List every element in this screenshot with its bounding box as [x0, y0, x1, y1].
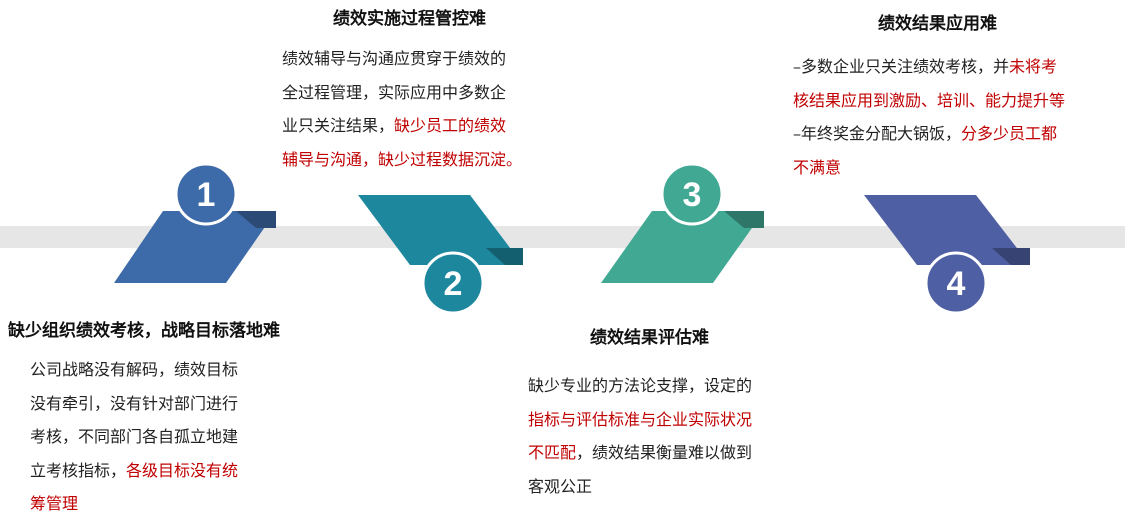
- description-line: 全过程管理，实际应用中多数企: [282, 76, 522, 110]
- description-line: 不满意: [793, 151, 1065, 185]
- step-2-marker: 2: [358, 195, 523, 315]
- description-line: 缺少专业的方法论支撑，设定的: [528, 369, 752, 403]
- step-3-number: 3: [683, 176, 702, 214]
- description-text: 没有牵引，没有针对部门进行: [30, 393, 239, 413]
- description-line: 公司战略没有解码，绩效目标: [30, 353, 238, 387]
- description-line: 业只关注结果，缺少员工的绩效: [282, 109, 522, 143]
- highlight-text: 不匹配: [528, 443, 577, 462]
- step-3-parallelogram: [601, 211, 764, 283]
- highlight-text: 不满意: [793, 157, 842, 177]
- description-line: 辅导与沟通，缺少过程数据沉淀。: [282, 143, 522, 177]
- step-4-parallelogram: [864, 195, 1030, 265]
- step-2-number: 2: [444, 265, 463, 303]
- description-line: 核结果应用到激励、培训、能力提升等: [793, 84, 1065, 118]
- step-2-title: 绩效实施过程管控难: [333, 9, 486, 29]
- description-text: 立考核指标，: [30, 460, 127, 480]
- description-text: 全过程管理，实际应用中多数企: [282, 82, 507, 102]
- step-4-marker: 4: [864, 195, 1030, 315]
- step-3-description: 缺少专业的方法论支撑，设定的指标与评估标准与企业实际状况不匹配，绩效结果衡量难以…: [528, 369, 752, 503]
- description-text: ，绩效结果衡量难以做到: [576, 443, 753, 462]
- description-text: –多数企业只关注绩效考核，并: [793, 57, 1010, 76]
- description-text: 客观公正: [528, 476, 593, 496]
- description-text: 公司战略没有解码，绩效目标: [30, 360, 239, 379]
- highlight-text: 缺少员工的绩效: [394, 116, 507, 135]
- description-line: 立考核指标，各级目标没有统: [30, 454, 238, 488]
- step-1-badge: [174, 162, 238, 226]
- highlight-text: 分多少员工都: [961, 124, 1058, 143]
- step-3-badge: [660, 162, 724, 226]
- description-text: 绩效辅导与沟通应贯穿于绩效的: [282, 49, 507, 68]
- step-3-title: 绩效结果评估难: [590, 328, 709, 348]
- step-1-description: 公司战略没有解码，绩效目标没有牵引，没有针对部门进行考核，不同部门各自孤立地建立…: [30, 353, 238, 521]
- step-4-description: –多数企业只关注绩效考核，并未将考核结果应用到激励、培训、能力提升等 –年终奖金分…: [793, 50, 1065, 184]
- description-text: 业只关注结果，: [282, 116, 395, 135]
- step-2-parallelogram: [358, 195, 523, 265]
- highlight-text: 筹管理: [30, 494, 79, 513]
- description-line: 没有牵引，没有针对部门进行: [30, 387, 238, 421]
- description-line: 指标与评估标准与企业实际状况: [528, 403, 752, 437]
- highlight-text: 未将考: [1009, 57, 1058, 76]
- description-line: 考核，不同部门各自孤立地建: [30, 420, 238, 454]
- highlight-text: 各级目标没有统: [126, 460, 239, 480]
- description-text: 缺少专业的方法论支撑，设定的: [528, 376, 753, 395]
- step-1-title: 缺少组织绩效考核，战略目标落地难: [8, 321, 280, 341]
- highlight-text: 指标与评估标准与企业实际状况: [528, 409, 753, 429]
- step-4-number: 4: [947, 265, 966, 303]
- highlight-text: 辅导与沟通，缺少过程数据沉淀。: [282, 149, 523, 169]
- description-text: 考核，不同部门各自孤立地建: [30, 427, 239, 446]
- description-line: –年终奖金分配大锅饭，分多少员工都: [793, 117, 1065, 151]
- description-text: –年终奖金分配大锅饭，: [793, 124, 962, 143]
- step-4-title: 绩效结果应用难: [878, 14, 997, 34]
- description-line: 筹管理: [30, 487, 238, 521]
- step-3-marker: 3: [601, 162, 764, 283]
- description-line: 绩效辅导与沟通应贯穿于绩效的: [282, 42, 522, 76]
- step-2-badge: [421, 251, 485, 315]
- step-2-tab: [486, 248, 523, 265]
- step-1-marker: 1: [114, 162, 276, 283]
- step-4-badge: [924, 251, 988, 315]
- description-line: 客观公正: [528, 470, 752, 504]
- step-1-tab: [236, 211, 276, 228]
- description-line: –多数企业只关注绩效考核，并未将考: [793, 50, 1065, 84]
- step-3-tab: [724, 211, 764, 228]
- timeline-band: [0, 226, 1125, 248]
- step-1-number: 1: [197, 176, 216, 214]
- highlight-text: 核结果应用到激励、培训、能力提升等: [793, 90, 1066, 110]
- description-line: 不匹配，绩效结果衡量难以做到: [528, 436, 752, 470]
- step-2-description: 绩效辅导与沟通应贯穿于绩效的全过程管理，实际应用中多数企业只关注结果，缺少员工的…: [282, 42, 522, 176]
- step-4-tab: [992, 248, 1030, 265]
- step-1-parallelogram: [114, 211, 276, 283]
